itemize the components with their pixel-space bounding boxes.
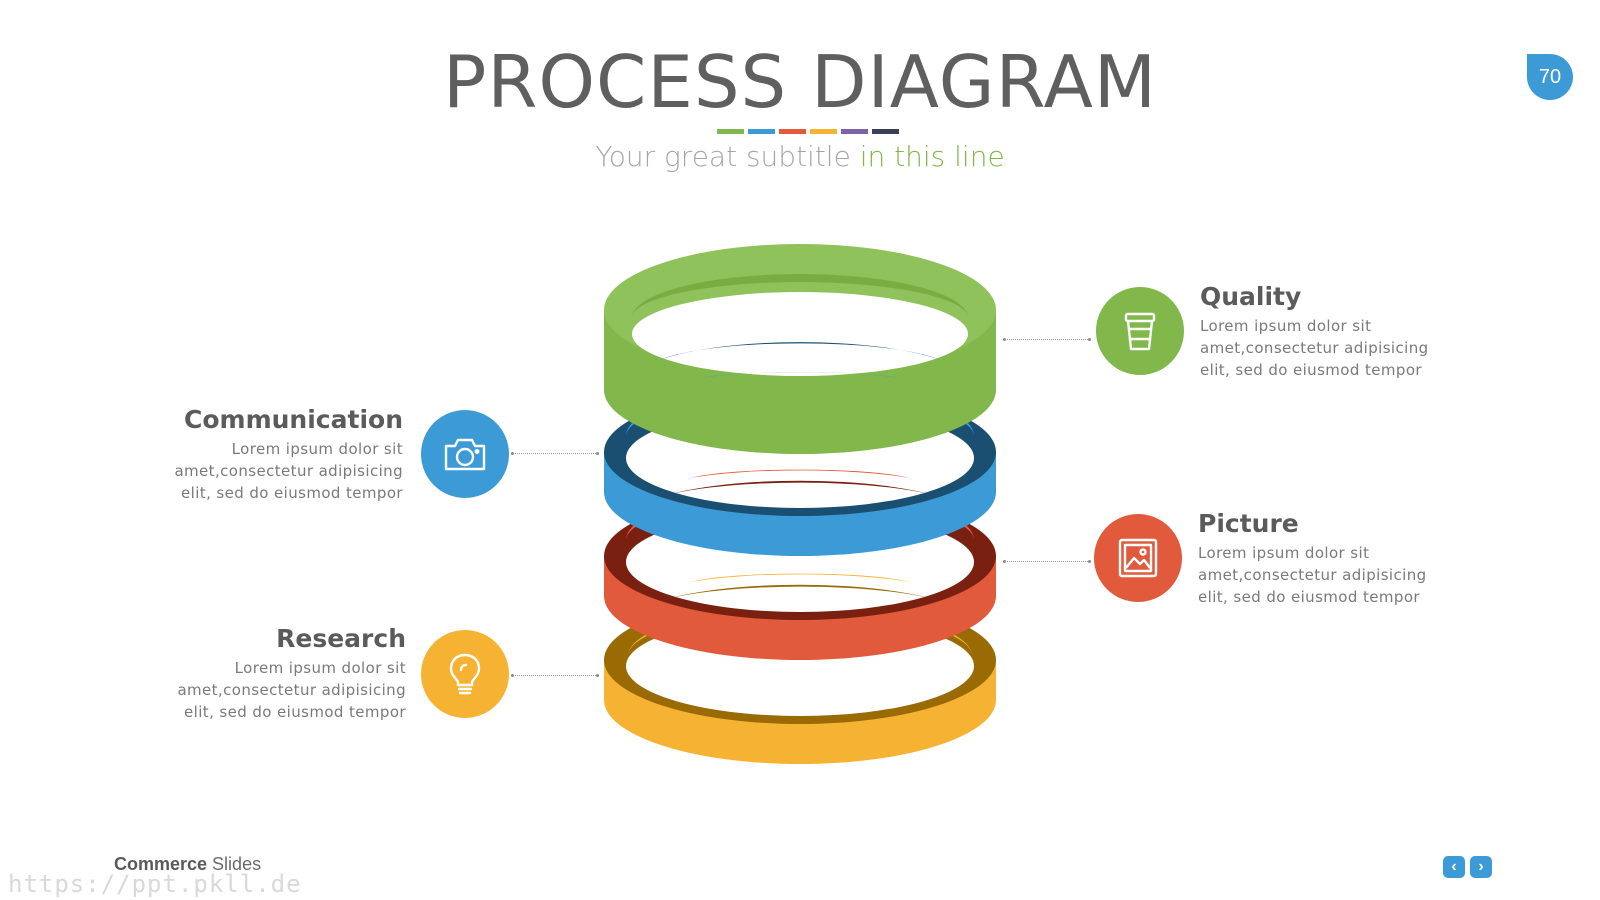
research-icon-circle: [421, 630, 509, 718]
page-number-badge: 70: [1527, 54, 1573, 100]
picture-body: Lorem ipsum dolor sit amet,consectetur a…: [1198, 544, 1427, 606]
brand-footer: Commerce Slides: [114, 854, 261, 875]
connector-quality: [1003, 338, 1091, 341]
strip-swatch: [717, 129, 744, 134]
lightbulb-icon: [449, 653, 481, 695]
research-title: Research: [276, 624, 406, 653]
connector-research: [511, 674, 599, 677]
ring-green: [604, 244, 996, 454]
communication-icon-circle: [421, 410, 509, 498]
page-subtitle: Your great subtitle in this line: [0, 140, 1600, 173]
strip-swatch: [841, 129, 868, 134]
page-title: PROCESS DIAGRAM: [442, 40, 1158, 124]
brand-bold: Commerce: [114, 854, 208, 874]
cup-icon: [1124, 312, 1156, 351]
picture-icon: [1118, 538, 1158, 578]
communication-body: Lorem ipsum dolor sit amet,consectetur a…: [174, 440, 403, 502]
title-color-strip: [717, 129, 899, 134]
subtitle-accent: in this line: [859, 140, 1005, 173]
connector-picture: [1003, 560, 1091, 563]
strip-swatch: [748, 129, 775, 134]
subtitle-plain: Your great subtitle: [595, 140, 860, 173]
picture-icon-circle: [1094, 514, 1182, 602]
picture-text-block: Picture Lorem ipsum dolor sit amet,conse…: [1198, 509, 1458, 608]
communication-title: Communication: [184, 405, 403, 434]
research-text-block: Research Lorem ipsum dolor sit amet,cons…: [146, 624, 406, 723]
quality-title: Quality: [1200, 282, 1302, 311]
brand-rest: Slides: [207, 854, 262, 874]
research-body: Lorem ipsum dolor sit amet,consectetur a…: [177, 659, 406, 721]
quality-text-block: Quality Lorem ipsum dolor sit amet,conse…: [1200, 282, 1460, 381]
next-slide-button[interactable]: ›: [1470, 856, 1492, 878]
communication-text-block: Communication Lorem ipsum dolor sit amet…: [143, 405, 403, 504]
picture-title: Picture: [1198, 509, 1299, 538]
strip-swatch: [872, 129, 899, 134]
watermark-url: https://ppt.pkll.de: [8, 870, 302, 898]
quality-icon-circle: [1096, 287, 1184, 375]
connector-communication: [511, 452, 599, 455]
prev-slide-button[interactable]: ‹: [1443, 856, 1465, 878]
strip-swatch: [810, 129, 837, 134]
strip-swatch: [779, 129, 806, 134]
camera-icon: [444, 438, 486, 471]
quality-body: Lorem ipsum dolor sit amet,consectetur a…: [1200, 317, 1429, 379]
